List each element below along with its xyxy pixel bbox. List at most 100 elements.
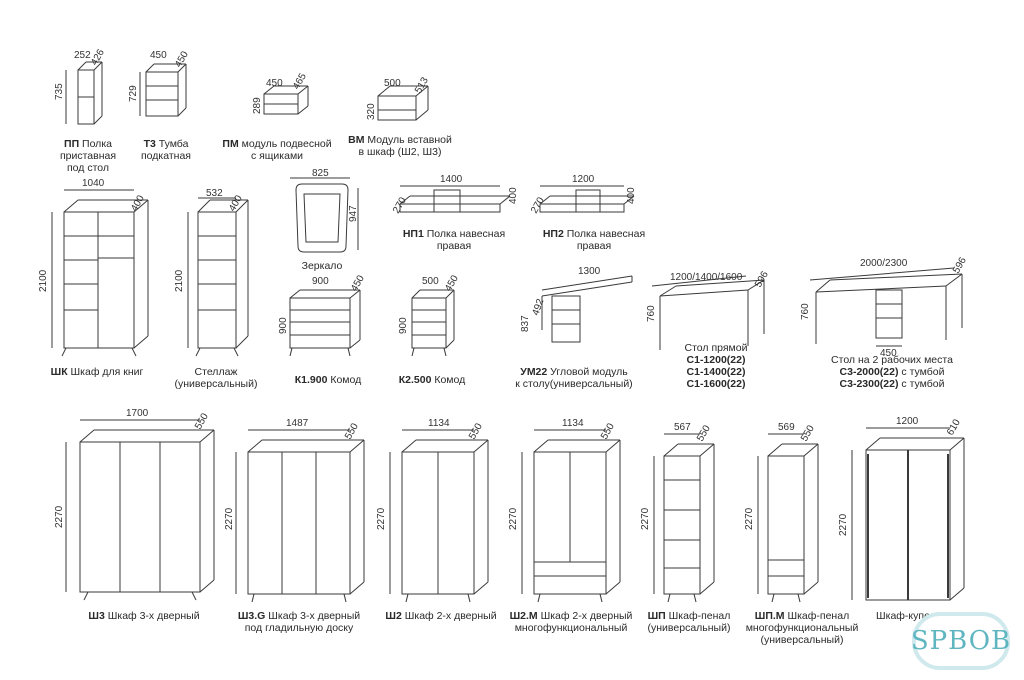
caption-pm-code: ПМ: [222, 138, 239, 150]
dim-shp-d: 550: [695, 423, 713, 443]
dim-sh2m-w: 1134: [562, 418, 584, 429]
dim-shk2-d: 610: [945, 417, 963, 437]
dim-k2-h: 900: [398, 317, 409, 334]
dim-t3-h: 729: [128, 85, 139, 102]
caption-c1-l2: С1-1200(22): [686, 354, 746, 366]
caption-np2-l2: правая: [576, 240, 612, 252]
spbob-watermark-logo: SPBOB: [911, 612, 1010, 670]
caption-shp: ШП Шкаф-пенал (универсальный): [642, 610, 736, 634]
dim-sh3g-w: 1487: [286, 418, 309, 429]
drawing-um22: [541, 275, 633, 343]
drawing-c1: [651, 275, 765, 350]
drawing-shk2: [851, 427, 965, 601]
caption-c3-l2a: С3-2000(22): [839, 366, 899, 378]
dim-k1-d: 450: [349, 273, 367, 293]
caption-shpm-l1: Шкаф-пенал: [787, 610, 850, 622]
caption-pm-l1: модуль подвесной: [241, 138, 332, 150]
dim-sh2m-h: 2270: [508, 507, 519, 530]
dim-st-h: 2100: [174, 269, 185, 292]
dim-pp-w: 252: [74, 50, 91, 61]
dim-c3-w: 2000/2300: [860, 258, 908, 269]
dim-t3-d: 450: [173, 49, 191, 69]
caption-vm: ВМ Модуль вставной в шкаф (Ш2, Ш3): [342, 134, 458, 158]
dim-sh2-d: 550: [467, 421, 485, 441]
dim-sh2-w: 1134: [428, 418, 450, 429]
caption-st: Стеллаж (универсальный): [166, 366, 266, 390]
caption-t3: Т3 Тумба подкатная: [126, 138, 206, 162]
drawing-np1: [399, 185, 511, 213]
dim-np1-h: 400: [508, 187, 519, 204]
caption-pp-l1: Полка: [82, 138, 112, 150]
dim-shk-w: 1040: [82, 178, 105, 189]
caption-sh2m: Ш2.М Шкаф 2-х дверный многофункциональны…: [506, 610, 636, 634]
caption-c1-l4: С1-1600(22): [686, 378, 746, 390]
dim-shk2-w: 1200: [896, 416, 919, 427]
dim-sh2m-d: 550: [599, 421, 617, 441]
dim-pp-h: 735: [54, 83, 65, 100]
caption-pp-code: ПП: [64, 138, 80, 150]
caption-shpm: ШП.М Шкаф-пенал многофункциональный (уни…: [740, 610, 864, 646]
caption-sh2m-l2: многофункциональный: [514, 622, 628, 634]
drawing-st: [187, 197, 249, 357]
drawing-shp: [653, 433, 715, 603]
drawing-shpm: [757, 433, 819, 603]
drawing-np2: [539, 185, 635, 213]
caption-sh2-l1: Шкаф 2-х дверный: [404, 610, 497, 622]
dim-sh3-h: 2270: [54, 505, 65, 528]
dim-shk-d: 400: [129, 193, 147, 213]
dim-c3-h: 760: [800, 303, 811, 320]
dim-sh3g-h: 2270: [224, 507, 235, 530]
dim-np1-w: 1400: [440, 174, 463, 185]
caption-sh3-l1: Шкаф 3-х дверный: [107, 610, 200, 622]
caption-um22-code: УМ22: [520, 366, 548, 378]
caption-sh2: Ш2 Шкаф 2-х дверный: [380, 610, 502, 622]
caption-um22-l2: к столу(универсальный): [515, 378, 633, 390]
drawing-shk: [51, 189, 149, 357]
drawing-pp: [65, 61, 103, 125]
caption-c1: Стол прямой С1-1200(22) С1-1400(22) С1-1…: [676, 342, 756, 390]
caption-sh3g: Ш3.G Шкаф 3-х дверный под гладильную дос…: [230, 610, 368, 634]
caption-k1: К1.900 Комод: [284, 374, 372, 386]
dim-np2-h: 400: [626, 187, 637, 204]
drawing-t3: [139, 63, 187, 117]
caption-np1-l2: правая: [436, 240, 472, 252]
drawing-sh2: [389, 429, 489, 603]
dim-shpm-h: 2270: [744, 507, 755, 530]
caption-pp-l3: под стол: [66, 162, 109, 174]
caption-shp-l2: (универсальный): [647, 622, 731, 634]
caption-st-l2: (универсальный): [174, 378, 258, 390]
caption-c3-l2b: с тумбой: [901, 366, 945, 378]
caption-np2-code: НП2: [542, 228, 564, 240]
caption-c3-l3a: С3-2300(22): [839, 378, 899, 390]
drawing-k1: [289, 289, 361, 357]
caption-vm-l1: Модуль вставной: [367, 134, 452, 146]
caption-shpm-l3: (универсальный): [760, 634, 844, 646]
dim-k2-w: 500: [422, 276, 439, 287]
caption-sh3: Ш3 Шкаф 3-х дверный: [82, 610, 206, 622]
dim-pm-w: 450: [266, 78, 283, 89]
caption-shk-code: ШК: [50, 366, 68, 378]
dim-mirror-w: 825: [312, 168, 329, 179]
caption-pm-l2: с ящиками: [250, 150, 304, 162]
dim-c1-h: 760: [646, 305, 657, 322]
caption-vm-code: ВМ: [348, 134, 365, 146]
dim-c3-t: 450: [880, 348, 897, 359]
caption-st-l1: Стеллаж: [194, 366, 238, 378]
drawing-sh3g: [235, 429, 365, 603]
caption-shk2-l1: Шкаф-купе: [876, 610, 930, 622]
dim-vm-h: 320: [366, 103, 377, 120]
caption-np2: НП2 Полка навесная правая: [536, 228, 652, 252]
caption-shk2: Шкаф-купе: [876, 610, 946, 622]
drawing-mirror: [290, 177, 359, 253]
caption-np1: НП1 Полка навесная правая: [396, 228, 512, 252]
caption-vm-l2: в шкаф (Ш2, Ш3): [358, 146, 442, 158]
caption-um22-l1: Угловой модуль: [550, 366, 628, 378]
dim-k2-d: 450: [443, 273, 461, 293]
caption-t3-l2: подкатная: [141, 150, 191, 162]
caption-np1-l1: Полка навесная: [426, 228, 506, 240]
caption-sh2m-l1: Шкаф 2-х дверный: [540, 610, 633, 622]
drawing-vm: [377, 85, 429, 121]
drawing-sh3: [65, 419, 215, 601]
caption-t3-l1: Тумба: [158, 138, 189, 150]
